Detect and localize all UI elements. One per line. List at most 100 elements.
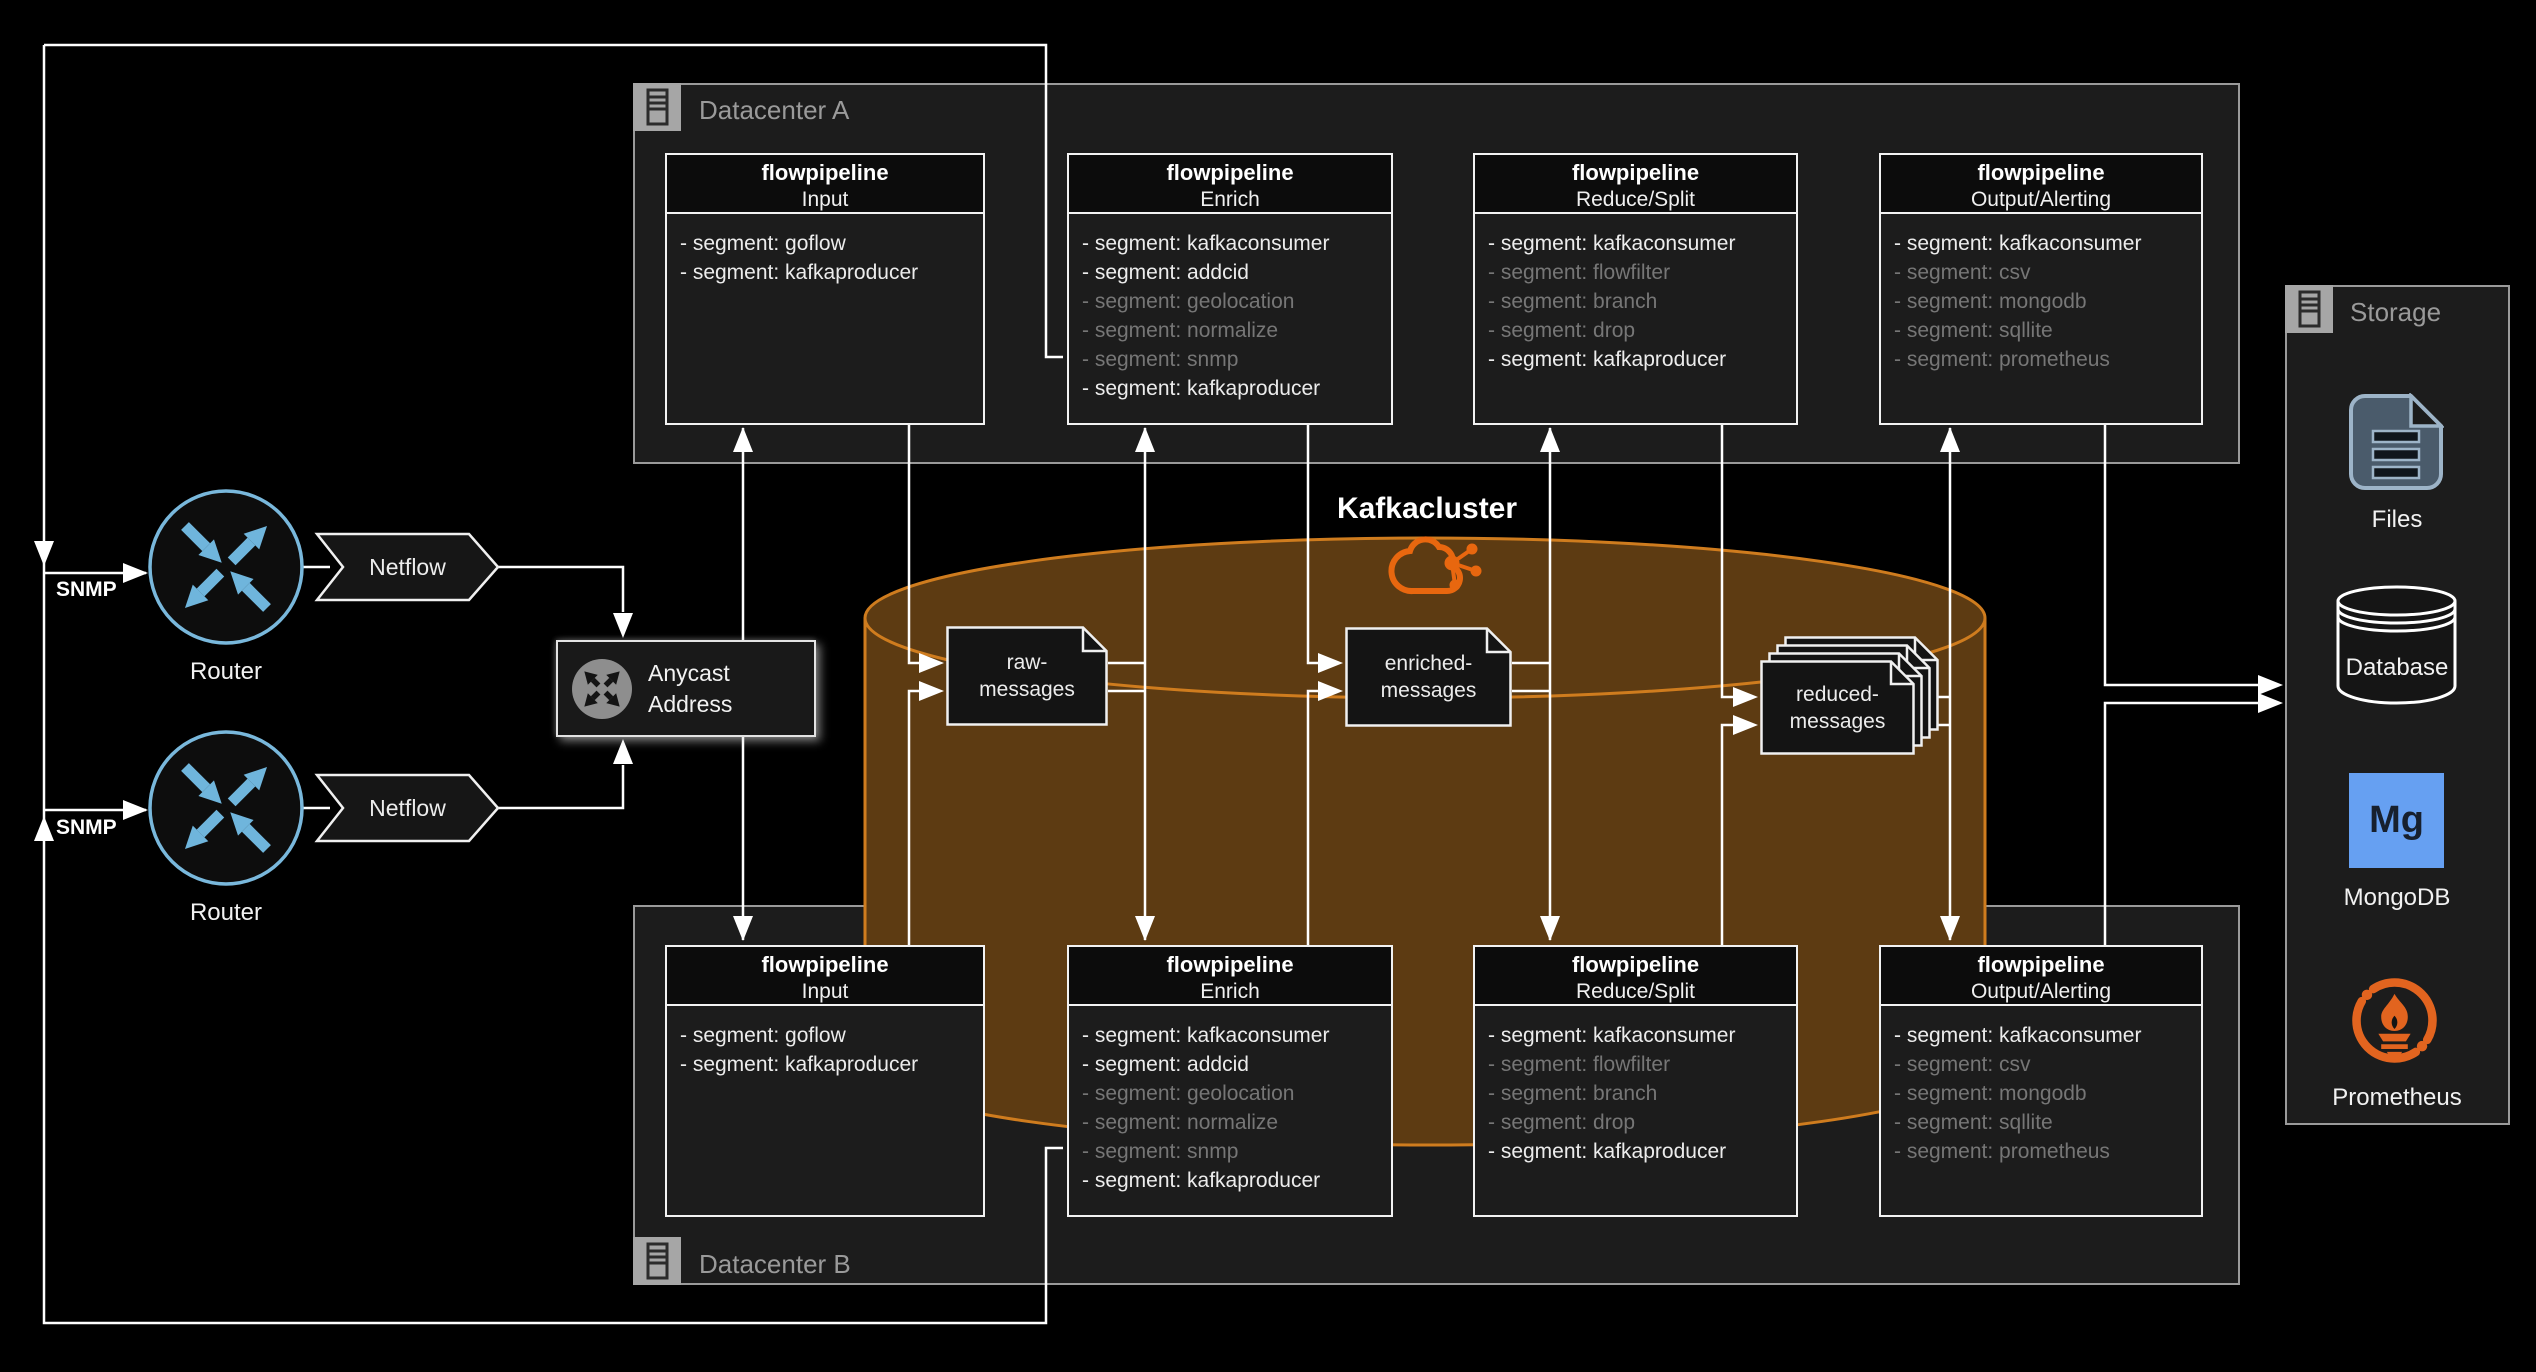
pipeline-title: flowpipeline bbox=[1571, 952, 1700, 977]
router-label-1: Router bbox=[189, 658, 263, 685]
pipeline-b-output: flowpipeline Output/Alerting - segment: … bbox=[1879, 945, 2203, 1217]
topic-label: reduced- messages bbox=[1760, 660, 1915, 755]
netflow-label-2: Netflow bbox=[369, 794, 446, 821]
segment: - segment: prometheus bbox=[1894, 348, 2110, 371]
segment-list: - segment: goflow - segment: kafkaproduc… bbox=[667, 1006, 983, 1094]
segment-list: - segment: kafkaconsumer - segment: flow… bbox=[1475, 214, 1796, 389]
segment: - segment: goflow bbox=[680, 1024, 846, 1047]
storage-label: Storage bbox=[2350, 297, 2442, 327]
segment: - segment: kafkaconsumer bbox=[1488, 232, 1736, 255]
segment: - segment: drop bbox=[1488, 319, 1636, 342]
segment: - segment: geolocation bbox=[1082, 1082, 1295, 1105]
snmp-label-2: SNMP bbox=[56, 816, 117, 839]
pipeline-subtitle: Reduce/Split bbox=[1575, 188, 1696, 211]
kafka-cloud-icon bbox=[1388, 536, 1482, 595]
pipeline-subtitle: Input bbox=[801, 188, 849, 211]
segment-list: - segment: kafkaconsumer - segment: csv … bbox=[1881, 1006, 2201, 1181]
topic-label: enriched- messages bbox=[1345, 627, 1512, 727]
segment: - segment: csv bbox=[1894, 1053, 2031, 1076]
anycast-icon bbox=[572, 658, 632, 719]
segment: - segment: mongodb bbox=[1894, 1082, 2087, 1105]
segment-list: - segment: kafkaconsumer - segment: flow… bbox=[1475, 1006, 1796, 1181]
segment: - segment: geolocation bbox=[1082, 290, 1295, 313]
pipeline-header: flowpipeline Output/Alerting bbox=[1881, 155, 2201, 214]
snmp-path bbox=[42, 43, 1063, 1325]
prometheus-icon bbox=[2347, 971, 2442, 1075]
pipeline-title: flowpipeline bbox=[1166, 160, 1294, 185]
segment: - segment: mongodb bbox=[1894, 290, 2087, 313]
files-label: Files bbox=[2371, 506, 2423, 533]
prometheus-label: Prometheus bbox=[2332, 1084, 2462, 1111]
pipeline-header: flowpipeline Reduce/Split bbox=[1475, 947, 1796, 1006]
segment: - segment: kafkaproducer bbox=[1488, 348, 1727, 371]
datacenter-a-label: Datacenter A bbox=[699, 95, 850, 125]
topic-raw-messages: raw- messages bbox=[946, 626, 1108, 726]
segment: - segment: kafkaconsumer bbox=[1082, 1024, 1330, 1047]
database-label: Database bbox=[2345, 654, 2449, 681]
topic-label-line1: enriched- bbox=[1384, 652, 1473, 675]
mongodb-label: MongoDB bbox=[2343, 884, 2451, 911]
segment: - segment: kafkaconsumer bbox=[1894, 232, 2142, 255]
segment: - segment: sqllite bbox=[1894, 319, 2053, 342]
pipeline-header: flowpipeline Enrich bbox=[1069, 155, 1391, 214]
segment: - segment: drop bbox=[1488, 1111, 1636, 1134]
pipeline-b-reduce: flowpipeline Reduce/Split - segment: kaf… bbox=[1473, 945, 1798, 1217]
topic-label-line2: messages bbox=[1380, 679, 1477, 702]
mongodb-badge: Mg bbox=[2369, 799, 2424, 841]
anycast-address-node: Anycast Address bbox=[556, 640, 816, 737]
pipeline-a-enrich: flowpipeline Enrich - segment: kafkacons… bbox=[1067, 153, 1393, 425]
anycast-label-line1: Anycast bbox=[648, 659, 730, 686]
datacenter-b-label: Datacenter B bbox=[699, 1249, 851, 1279]
pipeline-subtitle: Enrich bbox=[1200, 980, 1260, 1003]
pipeline-subtitle: Output/Alerting bbox=[1970, 188, 2112, 211]
files-icon bbox=[2349, 391, 2446, 496]
pipeline-header: flowpipeline Enrich bbox=[1069, 947, 1391, 1006]
pipeline-a-reduce: flowpipeline Reduce/Split - segment: kaf… bbox=[1473, 153, 1798, 425]
topic-reduced-messages: reduced- messages bbox=[1760, 636, 1939, 755]
segment: - segment: kafkaproducer bbox=[680, 261, 919, 284]
netflow-label-1: Netflow bbox=[369, 553, 446, 580]
kafkacluster-title: Kafkacluster bbox=[1336, 492, 1518, 525]
segment: - segment: addcid bbox=[1082, 261, 1249, 284]
topic-label-line1: reduced- bbox=[1796, 682, 1879, 706]
pipeline-subtitle: Enrich bbox=[1200, 188, 1260, 211]
pipeline-subtitle: Reduce/Split bbox=[1575, 980, 1696, 1003]
segment: - segment: sqllite bbox=[1894, 1111, 2053, 1134]
topic-label-line1: raw- bbox=[1006, 651, 1048, 674]
pipeline-b-input: flowpipeline Input - segment: goflow - s… bbox=[665, 945, 985, 1217]
pipeline-title: flowpipeline bbox=[1977, 160, 2105, 185]
segment: - segment: kafkaconsumer bbox=[1082, 232, 1330, 255]
segment: - segment: addcid bbox=[1082, 1053, 1249, 1076]
segment: - segment: branch bbox=[1488, 1082, 1658, 1105]
pipeline-title: flowpipeline bbox=[1977, 952, 2105, 977]
segment: - segment: kafkaproducer bbox=[1082, 1169, 1321, 1192]
netflow-path bbox=[302, 565, 625, 810]
pipeline-title: flowpipeline bbox=[1571, 160, 1700, 185]
pipeline-a-output: flowpipeline Output/Alerting - segment: … bbox=[1879, 153, 2203, 425]
segment: - segment: csv bbox=[1894, 261, 2031, 284]
mongodb-icon: Mg bbox=[2349, 773, 2444, 868]
topic-enriched-messages: enriched- messages bbox=[1345, 627, 1512, 727]
segment: - segment: kafkaconsumer bbox=[1894, 1024, 2142, 1047]
segment: - segment: kafkaproducer bbox=[680, 1053, 919, 1076]
pipeline-title: flowpipeline bbox=[761, 952, 889, 977]
pipeline-header: flowpipeline Output/Alerting bbox=[1881, 947, 2201, 1006]
pipeline-header: flowpipeline Input bbox=[667, 947, 983, 1006]
topic-label: raw- messages bbox=[946, 626, 1108, 726]
server-icon bbox=[2285, 285, 2333, 333]
topic-label-line2: messages bbox=[979, 678, 1075, 701]
router-label-2: Router bbox=[189, 899, 263, 926]
pipeline-a-input: flowpipeline Input - segment: goflow - s… bbox=[665, 153, 985, 425]
pipeline-subtitle: Input bbox=[801, 980, 849, 1003]
segment: - segment: snmp bbox=[1082, 348, 1239, 371]
database-icon bbox=[2335, 583, 2458, 712]
segment: - segment: normalize bbox=[1082, 319, 1279, 342]
server-icon bbox=[633, 1237, 681, 1285]
segment-list: - segment: kafkaconsumer - segment: addc… bbox=[1069, 1006, 1391, 1210]
segment: - segment: kafkaproducer bbox=[1082, 377, 1321, 400]
segment: - segment: snmp bbox=[1082, 1140, 1239, 1163]
netflow-shape-2 bbox=[314, 773, 500, 843]
segment: - segment: flowfilter bbox=[1488, 261, 1671, 284]
segment: - segment: flowfilter bbox=[1488, 1053, 1671, 1076]
